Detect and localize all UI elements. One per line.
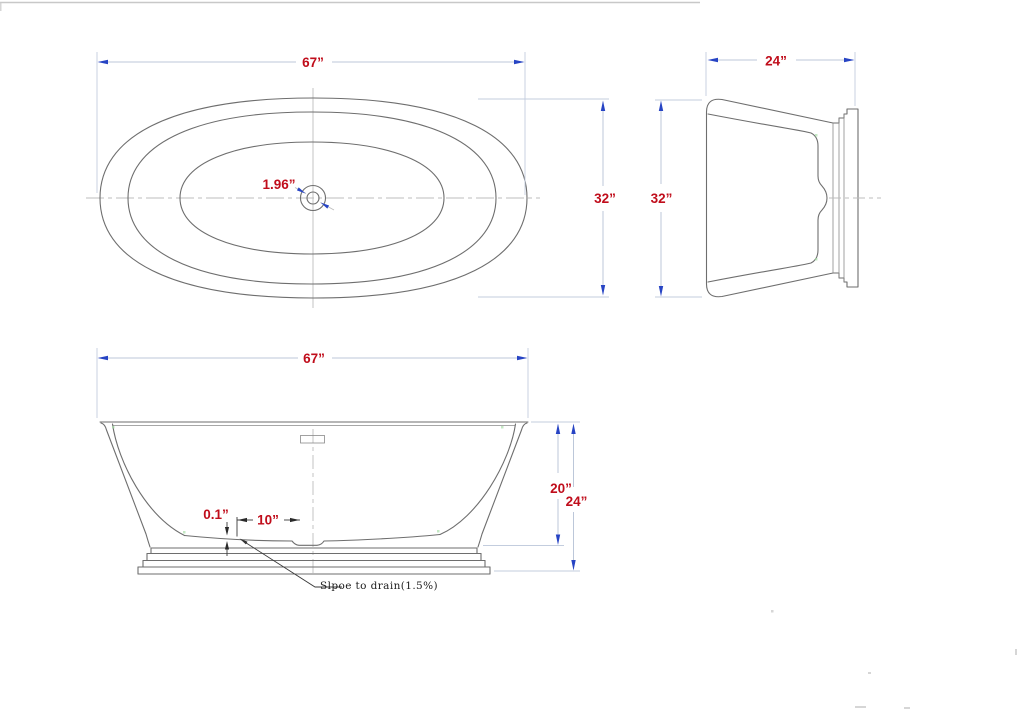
front-view-floor-path [183, 533, 441, 546]
end-view: 24” 32” [651, 52, 881, 298]
artifact-speck [771, 610, 774, 613]
front-view-left-wall-path [100, 422, 151, 548]
end-view-height-label: 32” [651, 191, 673, 206]
top-view-inner-rim-path [127, 111, 497, 285]
top-view-basin-path [179, 141, 445, 255]
top-view-length-dimension: 67” [96, 52, 526, 195]
front-view-drain-offset-label: 10” [257, 513, 279, 528]
front-view-pedestal-right-steps [476, 547, 491, 575]
front-view: 67” 20” [96, 348, 588, 592]
end-view-outer-profile-path [705, 98, 834, 298]
front-view-right-inner-wall-path [439, 423, 517, 536]
front-view-floor-drop-dimension: 0.1” [203, 507, 230, 556]
artifact-speck [1015, 649, 1017, 655]
end-view-basin-profile-path [707, 113, 828, 283]
front-view-right-wall-path [477, 422, 528, 548]
end-view-height-dimension: 32” [651, 99, 702, 298]
front-view-length-label: 67” [303, 351, 325, 366]
front-view-inner-depth-dimension: 20” [483, 421, 580, 546]
endpoint-tick [815, 258, 818, 261]
endpoint-tick [437, 530, 440, 533]
front-view-overall-height-dimension: 24” [494, 423, 588, 572]
drain-outer-circle [299, 184, 327, 212]
drain-inner-circle [306, 191, 320, 205]
endpoint-tick [183, 531, 186, 534]
slope-note-text: Slpoe to drain(1.5%) [320, 580, 438, 592]
front-view-left-inner-wall-path [111, 423, 186, 537]
front-view-pedestal [137, 547, 491, 575]
front-view-length-dimension: 67” [96, 348, 529, 418]
front-view-pedestal-left-steps [137, 547, 152, 575]
artifact-speck [904, 707, 910, 709]
top-view-width-dimension: 32” [478, 98, 616, 298]
front-view-inner-depth-label: 20” [550, 481, 572, 496]
drain-diameter-dimension: 1.96” [262, 177, 335, 211]
top-view: 67” 32” 1.96” [86, 52, 616, 308]
endpoint-tick [815, 134, 818, 137]
endpoint-tick [501, 426, 504, 429]
artifact-speck [855, 706, 866, 708]
endpoint-tick [112, 426, 115, 429]
overflow-opening [300, 435, 325, 444]
top-view-width-label: 32” [594, 191, 616, 206]
end-view-depth-dimension: 24” [705, 52, 856, 106]
front-view-overall-height-label: 24” [566, 494, 588, 509]
leader-line [241, 539, 342, 588]
front-view-drain-offset-dimension: 10” [236, 513, 300, 537]
artifact-speck [868, 672, 871, 674]
top-view-outer-rim-path [99, 97, 528, 299]
slope-note-callout: Slpoe to drain(1.5%) [239, 538, 438, 592]
drain-diameter-label: 1.96” [262, 177, 295, 192]
top-view-length-label: 67” [302, 55, 324, 70]
front-view-floor-drop-label: 0.1” [203, 507, 229, 522]
end-view-depth-label: 24” [765, 54, 787, 69]
